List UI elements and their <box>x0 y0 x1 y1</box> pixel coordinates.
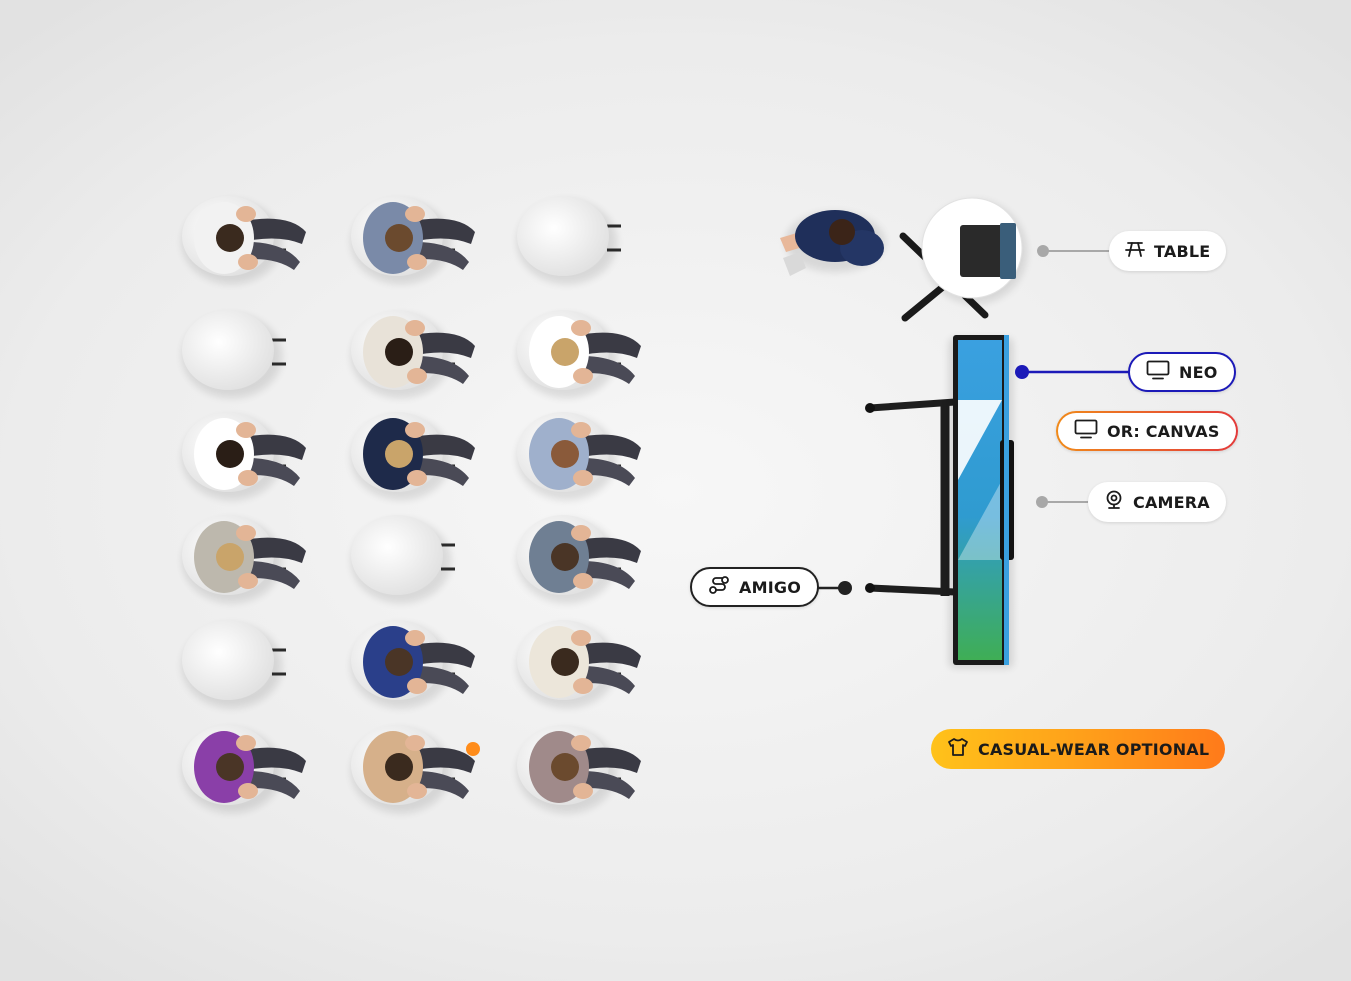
camera-label-text: CAMERA <box>1133 492 1210 512</box>
seated-person <box>351 196 475 284</box>
picnic-table-icon <box>1125 240 1145 262</box>
seated-person <box>182 196 306 284</box>
interactive-display-neo <box>865 335 1014 668</box>
neo-label: NEO <box>1128 352 1236 392</box>
seated-person <box>517 620 641 708</box>
empty-chair <box>517 196 621 284</box>
monitor-icon <box>1074 419 1098 443</box>
seated-person <box>351 620 475 708</box>
empty-chair <box>351 515 455 603</box>
empty-chair <box>182 620 286 708</box>
link-icon <box>708 574 730 600</box>
neo-label-text: NEO <box>1179 362 1218 382</box>
seated-person <box>517 310 641 398</box>
seated-person <box>517 412 641 500</box>
amigo-label: AMIGO <box>690 567 819 607</box>
seated-person <box>517 725 641 813</box>
amigo-label-text: AMIGO <box>739 577 801 597</box>
seated-person <box>182 515 306 603</box>
table-label: TABLE <box>1109 231 1227 271</box>
camera-label: CAMERA <box>1088 482 1226 522</box>
seated-person <box>351 725 475 813</box>
casual-wear-label-text: CASUAL-WEAR OPTIONAL <box>978 739 1210 759</box>
round-table <box>899 197 1027 322</box>
canvas-label: OR: CANVAS <box>1056 411 1238 451</box>
table-label-text: TABLE <box>1154 241 1211 261</box>
presenter-person <box>780 210 885 276</box>
seated-person <box>351 310 475 398</box>
canvas-label-text: OR: CANVAS <box>1107 421 1220 441</box>
seated-person <box>351 412 475 500</box>
seated-person <box>182 412 306 500</box>
monitor-icon <box>1146 360 1170 384</box>
casual-wear-label: CASUAL-WEAR OPTIONAL <box>931 729 1226 769</box>
empty-chair <box>182 310 286 398</box>
t-shirt-icon <box>947 737 969 761</box>
webcam-icon <box>1104 490 1124 514</box>
seated-person <box>182 725 306 813</box>
seated-person <box>517 515 641 603</box>
audience-seating <box>182 196 641 813</box>
